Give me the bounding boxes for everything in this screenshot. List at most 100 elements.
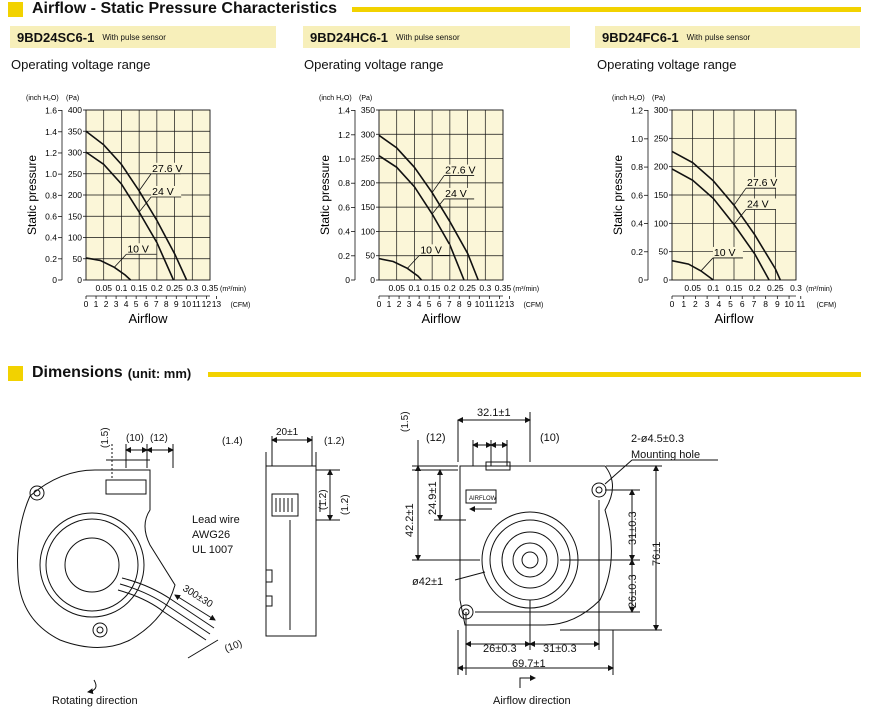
dim-label: (1.5) [100, 427, 111, 448]
model-subtitle: With pulse sensor [396, 32, 460, 42]
pa-tick-label: 300 [361, 129, 375, 139]
cfm-tick-label: 10 [475, 299, 485, 309]
dim-label: 42.2±1 [404, 503, 416, 537]
series-label: 10 V [714, 247, 736, 259]
cfm-tick-label: 9 [174, 299, 179, 309]
m3-unit-label: (m³/min) [806, 286, 832, 293]
inch-tick-label: 0.2 [45, 254, 57, 264]
cfm-tick-label: 13 [505, 299, 515, 309]
y-axis-title: Static pressure [611, 155, 625, 235]
dim-label: 26±0.3 [483, 643, 517, 655]
x-tick-label: 0.2 [749, 283, 761, 293]
series-label-bg [712, 246, 743, 258]
cfm-tick-label: 9 [775, 299, 780, 309]
inch-tick-label: 0.2 [338, 251, 350, 261]
inch-unit-label: (inch H₂O) [319, 95, 352, 102]
x-tick-label: 0.25 [166, 283, 183, 293]
series-leader [138, 173, 152, 191]
pa-unit-label: (Pa) [66, 95, 79, 102]
inch-tick-label: 0.4 [631, 219, 643, 229]
dim-label: 32.1±1 [477, 407, 511, 419]
model-band-fc6: 9BD24FC6-1 With pulse sensor [595, 26, 860, 48]
x-tick-label: 0.25 [459, 283, 476, 293]
operating-range-label: Operating voltage range [11, 57, 151, 72]
cfm-tick-label: 6 [740, 299, 745, 309]
dim-label: (1.2) [340, 494, 351, 515]
pa-tick-label: 200 [68, 190, 82, 200]
pa-unit-label: (Pa) [359, 95, 372, 102]
pa-tick-label: 300 [654, 105, 668, 115]
left-view-drawing [17, 444, 219, 695]
dim-label: (1.2) [324, 436, 345, 447]
dim-label: 31±0.3 [543, 643, 577, 655]
x-tick-label: 0.35 [202, 283, 219, 293]
cfm-tick-label: 3 [114, 299, 119, 309]
dim-label: 24.9±1 [427, 481, 439, 515]
rotating-direction-label: Rotating direction [52, 695, 138, 707]
cfm-unit-label: (CFM) [523, 302, 543, 309]
dim-label: ø42±1 [412, 576, 443, 588]
m3-unit-label: (m³/min) [220, 286, 246, 293]
airflow-tag: AIRFLOW [469, 496, 497, 502]
inch-tick-label: 0.2 [631, 247, 643, 257]
y-axis-title: Static pressure [25, 155, 39, 235]
cfm-tick-label: 11 [192, 299, 201, 309]
cfm-tick-label: 3 [407, 299, 412, 309]
mounting-hole-label: Mounting hole [631, 449, 700, 461]
series-leader [138, 196, 152, 213]
series-label-bg [151, 186, 182, 197]
pa-tick-label: 100 [361, 226, 375, 236]
x-tick-label: 0.1 [707, 283, 719, 293]
x-axis-title: Airflow [128, 311, 168, 326]
cfm-tick-label: 12 [202, 299, 212, 309]
cfm-tick-label: 1 [387, 299, 392, 309]
pa-tick-label: 250 [654, 133, 668, 143]
cfm-tick-label: 0 [670, 299, 675, 309]
inch-tick-label: 1.0 [45, 169, 57, 179]
operating-range-label: Operating voltage range [304, 57, 444, 72]
pa-tick-label: 150 [361, 202, 375, 212]
cfm-tick-label: 2 [104, 299, 109, 309]
inch-tick-label: 0.6 [338, 202, 350, 212]
dim-label: (12) [150, 433, 168, 444]
x-tick-label: 0.1 [116, 283, 128, 293]
cfm-tick-label: 2 [397, 299, 402, 309]
cfm-tick-label: 8 [164, 299, 169, 309]
dim-label: 31±0.3 [627, 511, 639, 545]
x-tick-label: 0.3 [790, 283, 802, 293]
cfm-tick-label: 1 [681, 299, 686, 309]
section-rule [208, 372, 861, 377]
dim-label: (10) [126, 433, 144, 444]
airflow-direction-label: Airflow direction [493, 695, 571, 707]
y-axis-title: Static pressure [318, 155, 332, 235]
cfm-tick-label: 5 [427, 299, 432, 309]
series-leader [733, 187, 747, 206]
model-name: 9BD24SC6-1 [17, 29, 95, 45]
dim-label: 76±1 [651, 542, 663, 566]
series-label: 27.6 V [445, 165, 475, 177]
cfm-tick-label: 10 [182, 299, 192, 309]
series-label: 27.6 V [747, 177, 777, 189]
inch-tick-label: 0.6 [631, 190, 643, 200]
series-label: 10 V [127, 243, 149, 255]
cfm-tick-label: 5 [134, 299, 139, 309]
cfm-tick-label: 6 [437, 299, 442, 309]
series-leader [431, 175, 445, 193]
lead-wire-spec: UL 1007 [192, 544, 233, 556]
x-tick-label: 0.35 [495, 283, 512, 293]
series-label-bg [419, 244, 450, 256]
series-label-bg [444, 164, 475, 176]
x-tick-label: 0.15 [424, 283, 441, 293]
pa-tick-label: 150 [68, 211, 82, 221]
x-tick-label: 0.2 [151, 283, 163, 293]
model-subtitle: With pulse sensor [686, 32, 751, 42]
operating-range-label: Operating voltage range [597, 57, 737, 72]
pa-tick-label: 0 [77, 275, 82, 285]
pa-tick-label: 200 [654, 162, 668, 172]
model-subtitle: With pulse sensor [102, 32, 166, 42]
pa-tick-label: 100 [654, 218, 668, 228]
pa-tick-label: 50 [659, 247, 669, 257]
inch-unit-label: (inch H₂O) [612, 95, 645, 102]
x-tick-label: 0.25 [767, 283, 784, 293]
pa-tick-label: 300 [68, 148, 82, 158]
